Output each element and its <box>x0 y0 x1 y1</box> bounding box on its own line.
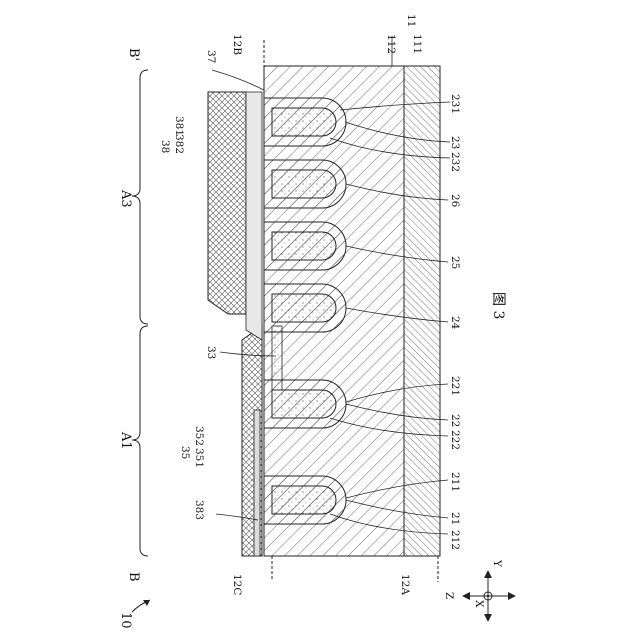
axis-indicator: Z X Y <box>443 559 516 622</box>
label-b: B <box>126 572 141 582</box>
label-25: 25 <box>449 256 461 269</box>
label-232: 232 <box>449 152 461 172</box>
brace-a3 <box>132 70 148 324</box>
device-arrow <box>132 600 150 612</box>
label-35: 35 <box>179 446 191 459</box>
trench-24-inner <box>272 294 336 322</box>
label-383: 383 <box>193 500 205 520</box>
label-382: 382 <box>173 134 185 154</box>
trench-26-inner <box>272 170 336 198</box>
axis-x: X <box>473 600 485 608</box>
label-38: 38 <box>159 140 171 153</box>
label-23: 23 <box>449 136 461 149</box>
label-11: 11 <box>405 14 417 27</box>
label-112: 112 <box>385 34 397 54</box>
layer-351 <box>254 410 260 556</box>
trench-22-inner <box>272 390 336 418</box>
layer-381 <box>246 92 262 340</box>
label-212: 212 <box>449 530 461 550</box>
axis-z: Z <box>443 592 455 599</box>
multilayer-38 <box>208 92 246 314</box>
figure-caption: 图 3 <box>490 292 506 319</box>
label-37: 37 <box>205 50 217 63</box>
axis-y: Y <box>491 559 503 568</box>
label-12a: 12A <box>399 574 411 595</box>
label-222: 222 <box>449 430 461 450</box>
label-12b: 12B <box>231 34 243 55</box>
trench-23-inner <box>272 108 336 136</box>
label-device-10: 10 <box>118 612 133 629</box>
label-22: 22 <box>449 414 461 427</box>
label-12c: 12C <box>231 574 243 595</box>
label-a3: A3 <box>118 189 133 208</box>
label-33: 33 <box>205 346 217 359</box>
brace-a1 <box>132 326 148 556</box>
label-351: 351 <box>193 448 205 468</box>
label-352: 352 <box>193 426 205 446</box>
label-231: 231 <box>449 94 461 114</box>
label-b-prime: B' <box>126 48 141 61</box>
label-221: 221 <box>449 376 461 396</box>
label-21: 21 <box>449 512 461 525</box>
label-a1: A1 <box>118 431 133 450</box>
label-26: 26 <box>449 194 461 208</box>
label-24: 24 <box>449 316 461 330</box>
trench-21-inner <box>272 486 336 514</box>
label-111: 111 <box>411 34 423 54</box>
trench-25-inner <box>272 232 336 260</box>
label-211: 211 <box>449 472 461 492</box>
